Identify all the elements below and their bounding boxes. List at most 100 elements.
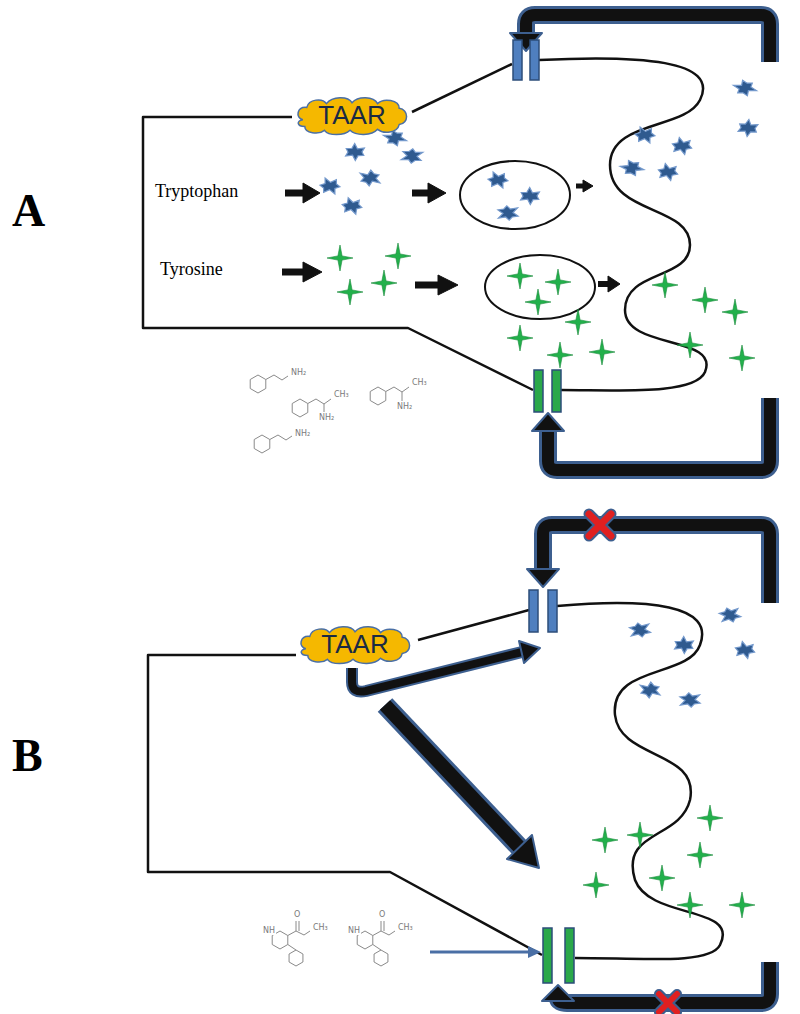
cross-outline: [659, 994, 677, 1012]
cross-outline: [589, 514, 611, 536]
serotonin-transporter: [529, 590, 538, 632]
arrow-head: [303, 262, 322, 282]
reuptake-arrow-outline: [526, 15, 770, 62]
dopamine-particle: [729, 345, 755, 371]
dopamine-transporter: [534, 370, 543, 412]
atom-label: CH₃: [411, 379, 428, 387]
serotonin-particle: [734, 80, 757, 95]
dopamine-particle: [677, 332, 703, 358]
dopamine-particle: [589, 339, 615, 365]
membrane-line: [418, 610, 529, 640]
arrow-head: [583, 180, 593, 192]
bond-line: [324, 404, 325, 412]
bond-line: [402, 392, 403, 401]
bond-line: [250, 375, 266, 393]
dopamine-transporter: [552, 370, 561, 412]
precursor-label: Tryptophan: [155, 182, 238, 200]
dopamine-particle: [697, 805, 723, 831]
serotonin-particle: [675, 636, 694, 653]
serotonin-particle: [680, 693, 700, 707]
arrow-head: [519, 641, 540, 663]
panel-letter: A: [12, 188, 45, 234]
signal-arrow: [385, 705, 520, 848]
bond-line: [266, 375, 288, 380]
atom-label: CH₃: [333, 391, 350, 399]
bond-line: [299, 921, 300, 931]
bond-line: [308, 399, 324, 404]
serotonin-particle: [498, 206, 518, 220]
serotonin-particle: [320, 178, 340, 194]
dopamine-particle: [687, 842, 713, 868]
arrow-shaft: [415, 282, 440, 289]
serotonin-particle: [719, 608, 741, 622]
synthesis-arrows: [282, 180, 620, 295]
membrane-line: [557, 603, 723, 959]
reuptake-arrow: [548, 398, 770, 470]
dopamine-particle: [649, 865, 675, 891]
arrow-shaft: [285, 190, 305, 197]
dopamine-particle: [652, 272, 678, 298]
vesicle: [460, 161, 570, 229]
arrow-head: [438, 275, 458, 295]
atom-label: O: [293, 911, 301, 919]
precursor-label: Tyrosine: [160, 260, 223, 278]
atom-label: NH: [262, 927, 276, 935]
receptor-cloud: TAAR: [296, 624, 414, 666]
neuron-membrane: [143, 58, 723, 959]
red-cross: [659, 994, 677, 1012]
atom-label: NH₂: [396, 403, 413, 411]
membrane-line: [539, 58, 707, 390]
drug-arrow: [430, 951, 529, 954]
dopamine-particle: [327, 245, 353, 271]
arrow-head: [528, 946, 541, 958]
bond-line: [373, 931, 395, 936]
arrow-head: [303, 183, 320, 203]
dopamine-particle: [507, 325, 533, 351]
serotonin-particle: [488, 172, 508, 188]
vesicle: [485, 255, 595, 319]
vesicles: [460, 161, 595, 319]
atom-label: NH: [347, 927, 361, 935]
receptor-label: TAAR: [318, 101, 385, 131]
arrow-head: [507, 835, 539, 868]
block-marks: [589, 514, 677, 1012]
serotonin-particle: [401, 149, 423, 163]
serotonin-particle: [738, 119, 758, 136]
atom-label: CH₃: [312, 924, 329, 932]
dopamine-particle: [371, 270, 397, 296]
dopamine-particle: [692, 287, 718, 313]
bond-line: [370, 387, 386, 405]
bond-line: [374, 950, 388, 966]
receptor-cloud: TAAR: [293, 95, 411, 137]
reuptake-arrow-outline: [543, 525, 770, 603]
atom-label: NH₂: [290, 369, 307, 377]
serotonin-particle: [635, 127, 655, 143]
dopamine-particle: [525, 289, 551, 315]
bond-line: [289, 950, 303, 966]
serotonin-particle: [640, 682, 660, 698]
bond-line: [402, 387, 409, 392]
bond-line: [381, 921, 382, 931]
serotonin-particle: [360, 170, 380, 186]
atom-label: CH₃: [397, 924, 414, 932]
dopamine-particle: [565, 309, 591, 335]
dopamine-particle: [507, 263, 533, 289]
arrow-head: [608, 276, 620, 292]
bond-line: [254, 435, 270, 453]
transporters: [513, 40, 574, 983]
cross: [589, 514, 611, 536]
arrow-shaft: [412, 190, 430, 197]
atom-label: NH₂: [294, 430, 311, 438]
dopamine-particle: [592, 827, 618, 853]
membrane-line: [148, 655, 542, 955]
red-cross: [589, 514, 611, 536]
bond-line: [292, 399, 308, 417]
dopamine-transporter: [543, 928, 552, 983]
atom-label: NH₂: [318, 414, 335, 422]
dopamine-particle: [722, 299, 748, 325]
reuptake-arrow-outline: [548, 398, 770, 470]
dopamine-particle: [337, 279, 363, 305]
arrow-shaft: [282, 269, 305, 276]
dopamine-particle: [583, 872, 609, 898]
serotonin-particle: [620, 161, 644, 176]
